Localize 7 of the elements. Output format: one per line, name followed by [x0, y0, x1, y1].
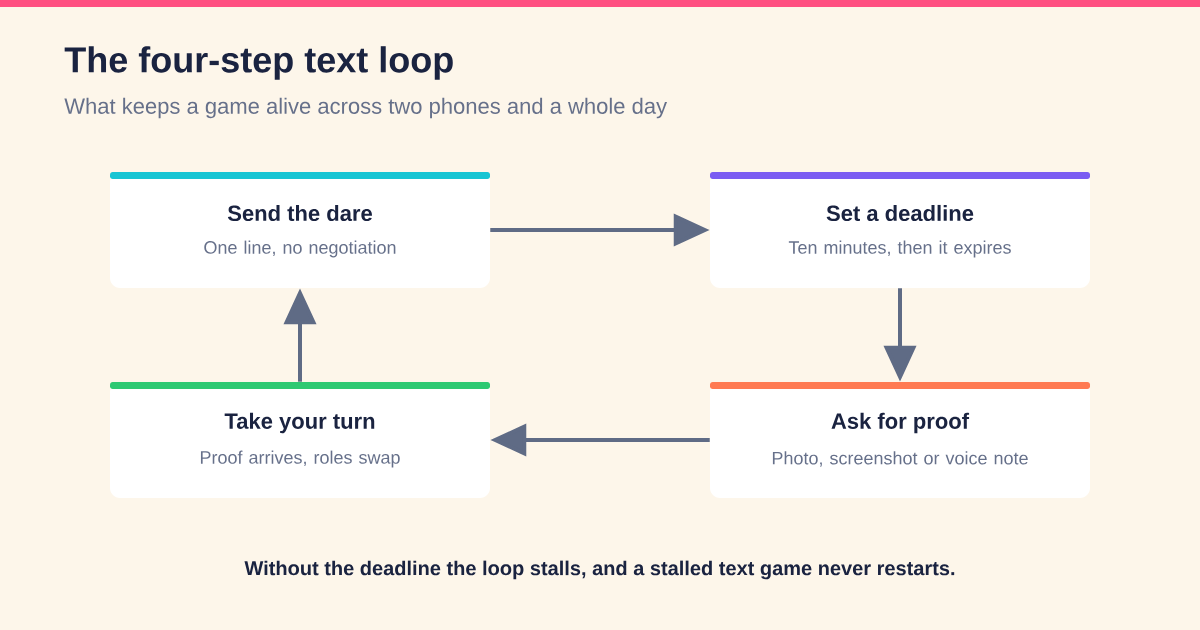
step-card: Send the dare One line, no negotiation	[110, 172, 490, 288]
title: The four-step text loop	[64, 46, 453, 80]
step-card: Take your turn Proof arrives, roles swap	[110, 382, 490, 498]
subtitle: What keeps a game alive across two phones and a whole day	[64, 97, 667, 119]
step-card: Ask for proof Photo, screenshot or voice note	[710, 382, 1090, 498]
caption: Without the deadline the loop stalls, and a stalled text game never restarts.	[244, 560, 955, 580]
step-card: Set a deadline Ten minutes, then it expires	[710, 172, 1090, 288]
